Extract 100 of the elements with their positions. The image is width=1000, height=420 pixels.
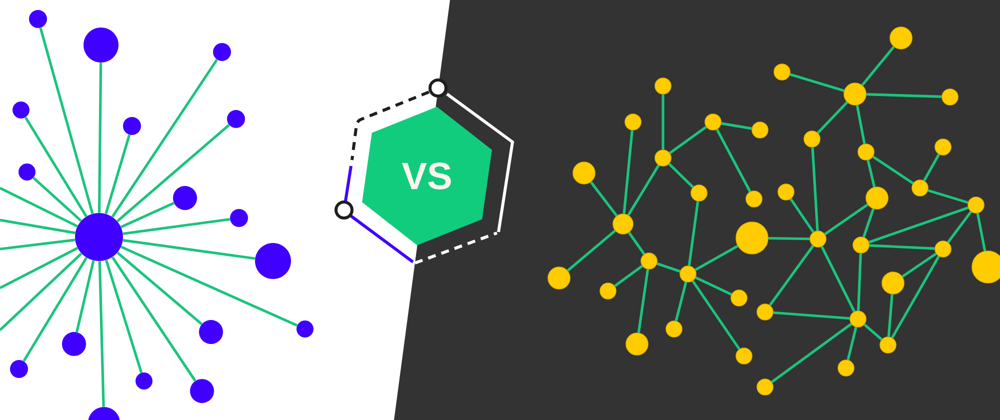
network-node: [173, 186, 197, 210]
connector-line: [768, 236, 810, 240]
network-node: [10, 360, 28, 378]
network-node: [736, 222, 768, 254]
connector-line: [768, 245, 814, 306]
connector-line: [622, 130, 634, 214]
hub-node: [75, 213, 123, 261]
connector-line: [771, 322, 852, 384]
network-node: [810, 230, 826, 248]
connector-line: [866, 160, 876, 188]
network-node: [654, 78, 672, 94]
connector-line: [928, 189, 968, 204]
connector-line: [688, 201, 700, 266]
connector-line: [922, 154, 940, 182]
connector-line: [22, 257, 88, 362]
network-node: [230, 209, 248, 227]
connector-line: [695, 276, 732, 296]
connector-line: [104, 134, 131, 214]
connector-line: [816, 101, 848, 134]
network-node: [736, 348, 752, 364]
network-node: [12, 102, 30, 118]
connector-line: [656, 262, 680, 273]
connector-line: [716, 128, 752, 192]
connector-line: [887, 294, 894, 337]
connector-line: [39, 28, 94, 214]
connector-line: [122, 218, 230, 236]
connector-line: [98, 62, 102, 213]
network-node: [752, 122, 768, 138]
connector-line: [811, 147, 819, 231]
connector-line: [590, 181, 618, 217]
connector-line: [0, 252, 82, 331]
network-node: [88, 407, 120, 420]
network-node: [852, 236, 870, 254]
network-node: [123, 117, 141, 135]
connector-line: [868, 206, 968, 244]
network-node: [858, 144, 874, 160]
connector-line: [614, 264, 643, 288]
network-node: [199, 320, 223, 344]
network-node: [756, 304, 774, 320]
network-node: [136, 372, 152, 390]
connector-line: [790, 198, 814, 233]
network-node: [213, 43, 231, 61]
network-node: [972, 250, 1000, 284]
network-node: [804, 130, 820, 148]
connector-line: [861, 46, 895, 86]
connector-line: [773, 311, 850, 320]
connector-line: [116, 252, 203, 326]
network-node: [600, 282, 616, 300]
network-node: [62, 332, 86, 356]
network-node: [654, 150, 672, 166]
connector-line: [694, 244, 738, 272]
network-node: [666, 320, 682, 338]
hexagon-badge: VS: [362, 106, 492, 246]
connector-line: [976, 213, 986, 252]
network-node: [844, 82, 866, 106]
network-node: [18, 164, 36, 180]
connector-line: [668, 162, 694, 188]
connector-line: [820, 246, 856, 312]
network-node: [624, 114, 642, 130]
network-node: [934, 240, 952, 258]
network-node: [730, 290, 748, 306]
network-node: [912, 180, 928, 196]
connector-line: [824, 203, 868, 236]
connector-line: [721, 122, 752, 130]
connector-line: [0, 246, 78, 290]
connector-line: [866, 93, 942, 98]
connector-line: [637, 269, 650, 333]
network-node: [704, 114, 722, 130]
network-node: [850, 310, 866, 328]
connector-line: [0, 186, 78, 228]
connector-line: [628, 232, 646, 255]
network-node: [882, 272, 904, 294]
network-node: [756, 378, 774, 396]
connector-line: [24, 116, 88, 218]
connector-line: [864, 324, 883, 340]
connector-line: [947, 210, 972, 244]
connector-line: [662, 94, 664, 150]
connector-line: [902, 252, 937, 278]
connector-line: [116, 124, 230, 222]
network-node: [640, 252, 658, 270]
network-node: [626, 332, 648, 356]
connector-line: [0, 218, 76, 234]
network-node: [296, 320, 314, 338]
connector-line: [692, 280, 740, 350]
network-node: [548, 266, 570, 290]
connector-line: [120, 202, 174, 228]
connector-line: [120, 246, 298, 327]
network-node: [838, 360, 854, 376]
network-node: [680, 266, 696, 282]
connector-line: [0, 238, 76, 250]
connector-line: [98, 261, 105, 407]
network-node: [255, 243, 291, 279]
connector-line: [869, 244, 935, 250]
connector-line: [669, 126, 707, 154]
connector-line: [891, 256, 940, 338]
connector-line: [790, 73, 844, 92]
connector-line: [627, 164, 660, 216]
connector-line: [674, 282, 688, 322]
network-node: [934, 138, 952, 156]
connector-line: [122, 239, 256, 260]
